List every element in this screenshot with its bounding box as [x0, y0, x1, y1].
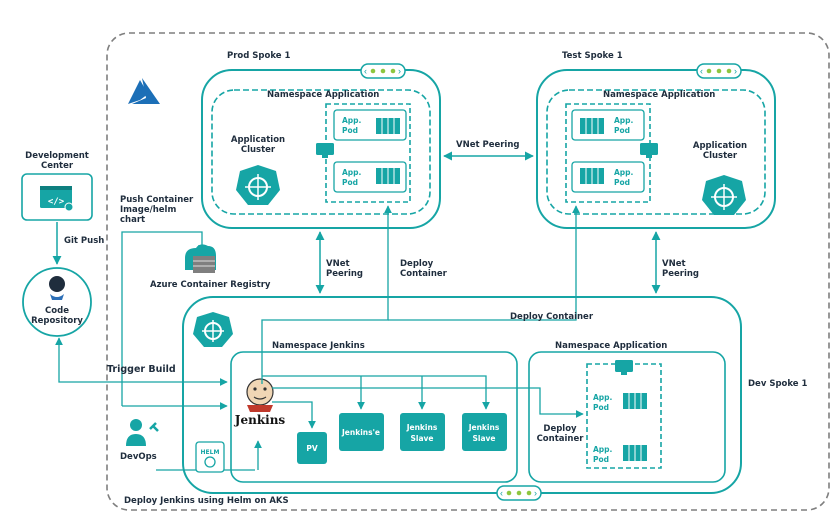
test-namespace-box	[546, 89, 766, 215]
svg-text:Pod: Pod	[614, 126, 630, 135]
jenkins-label: Jenkins	[234, 413, 286, 427]
svg-text:Pod: Pod	[593, 455, 609, 464]
vnet-peering-h-label: VNet Peering	[456, 140, 520, 150]
svg-text:Slave: Slave	[472, 434, 495, 443]
dev-namespace-label: Namespace Application	[555, 341, 668, 351]
svg-text:Jenkins: Jenkins	[406, 423, 438, 432]
dev-kubernetes-icon	[193, 312, 233, 347]
git-push-label: Git Push	[64, 236, 105, 246]
jenkins-namespace-label: Namespace Jenkins	[272, 341, 365, 351]
svg-text:›: ›	[534, 488, 537, 498]
dev-spoke-box	[182, 296, 742, 494]
svg-text:‹: ‹	[700, 66, 703, 76]
helm-icon: HELM	[195, 441, 225, 473]
svg-text:›: ›	[734, 66, 737, 76]
test-kubernetes-icon	[702, 175, 746, 215]
dev-pod-2: App.Pod	[593, 445, 647, 464]
dev-app-namespace-box	[528, 351, 726, 483]
deploy-container-top-label: Deploy Container	[510, 312, 594, 322]
svg-text:HELM: HELM	[201, 449, 220, 456]
svg-text:›: ›	[398, 66, 401, 76]
prod-namespace-box	[211, 89, 431, 215]
svg-text:App.: App.	[614, 168, 634, 177]
svg-text:Pod: Pod	[614, 178, 630, 187]
svg-text:App.: App.	[342, 116, 362, 125]
svg-text:Pod: Pod	[593, 403, 609, 412]
azure-container-registry-icon	[185, 244, 216, 273]
trigger-build-label: Trigger Build	[107, 364, 176, 375]
deploy-jenkins-helm-label: Deploy Jenkins using Helm on AKS	[124, 496, 289, 506]
svg-text:‹: ‹	[500, 488, 503, 498]
azure-registry-label: Azure Container Registry	[150, 280, 271, 290]
test-node-icon	[640, 143, 658, 158]
test-pod-1: App.Pod	[571, 109, 645, 141]
prod-namespace-label: Namespace Application	[267, 90, 380, 100]
code-repository-icon	[22, 267, 92, 337]
svg-text:Slave: Slave	[410, 434, 433, 443]
svg-text:Pod: Pod	[342, 126, 358, 135]
svg-text:App.: App.	[342, 168, 362, 177]
jenkinse-box: Jenkins'e	[339, 413, 384, 451]
devops-label: DevOps	[120, 452, 157, 462]
svg-text:App.: App.	[614, 116, 634, 125]
prod-spoke-box	[201, 69, 441, 229]
svg-text:App.: App.	[593, 445, 613, 454]
dev-node-icon	[615, 360, 633, 375]
svg-text:App.: App.	[593, 393, 613, 402]
prod-node-icon	[316, 143, 334, 158]
prod-pod-2: App.Pod	[333, 161, 407, 193]
prod-spoke-label: Prod Spoke 1	[227, 51, 291, 61]
test-spoke-label: Test Spoke 1	[562, 51, 623, 61]
prod-pod-1: App.Pod	[333, 109, 407, 141]
test-pod-2: App.Pod	[571, 161, 645, 193]
jenkins-slave-2-box: Jenkins Slave	[462, 413, 507, 451]
jenkins-logo-icon	[246, 378, 274, 412]
svg-text:</>: </>	[48, 197, 65, 207]
test-spoke-box	[536, 69, 776, 229]
pv-box: PV	[297, 432, 327, 464]
test-namespace-label: Namespace Application	[603, 90, 716, 100]
azure-logo-icon	[128, 78, 160, 104]
jenkins-slave-1-box: Jenkins Slave	[400, 413, 445, 451]
development-center-icon: </>	[21, 173, 93, 221]
dev-pod-1: App.Pod	[593, 393, 647, 412]
svg-text:Jenkins'e: Jenkins'e	[341, 428, 380, 437]
svg-text:Jenkins: Jenkins	[468, 423, 500, 432]
prod-kubernetes-icon	[236, 165, 280, 205]
devops-icon	[126, 419, 159, 446]
svg-text:‹: ‹	[364, 66, 367, 76]
svg-text:Pod: Pod	[342, 178, 358, 187]
dev-spoke-label: Dev Spoke 1	[748, 379, 808, 389]
jenkins-namespace-box	[230, 351, 518, 483]
svg-text:PV: PV	[306, 444, 317, 453]
